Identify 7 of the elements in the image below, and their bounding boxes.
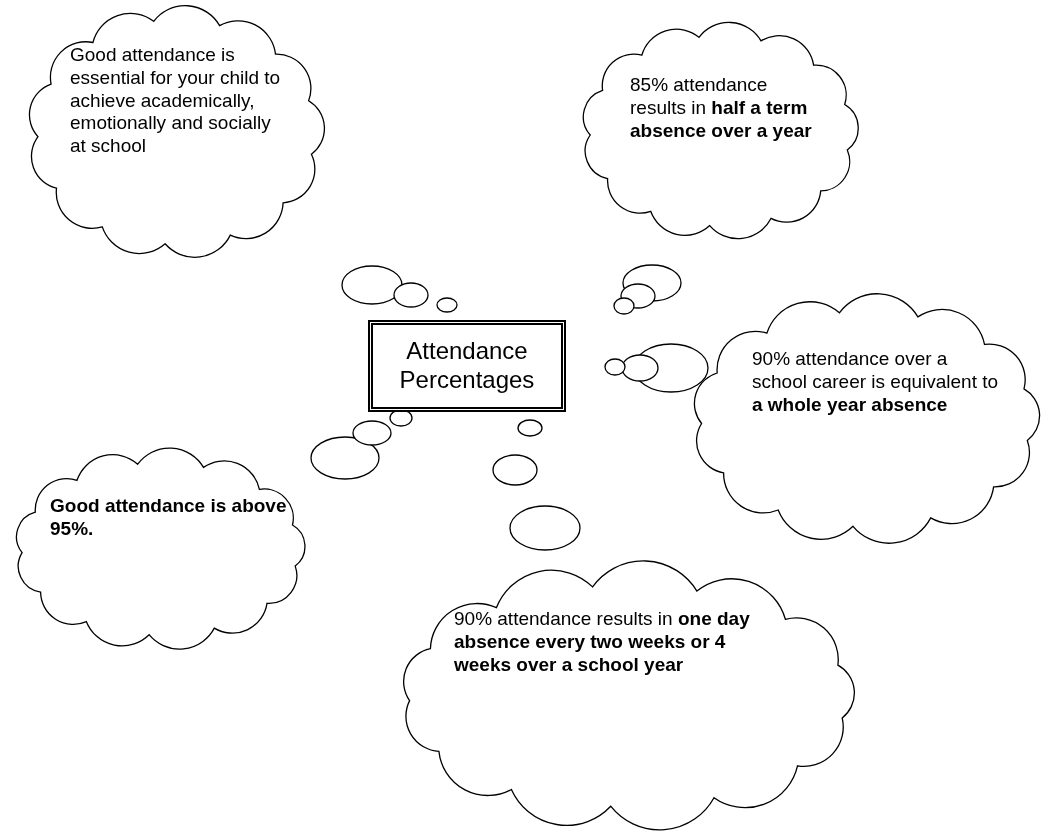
cloud-text: 90% attendance results in one day absence every two weeks or 4 weeks over a school year bbox=[454, 608, 751, 677]
double-border-box bbox=[368, 320, 566, 412]
cloud-text: Good attendance is essential for your child to achieve academically, emotionally and socially at school bbox=[70, 44, 282, 158]
cloud-text: 90% attendance over a school career is equivalent to a whole year absence bbox=[752, 348, 1000, 417]
box-title: Attendance Percentages bbox=[398, 337, 536, 395]
cloud-text: 85% attendance results in half a term absence over a year bbox=[630, 74, 813, 143]
cloud-text: Good attendance is above 95%. bbox=[50, 495, 288, 541]
